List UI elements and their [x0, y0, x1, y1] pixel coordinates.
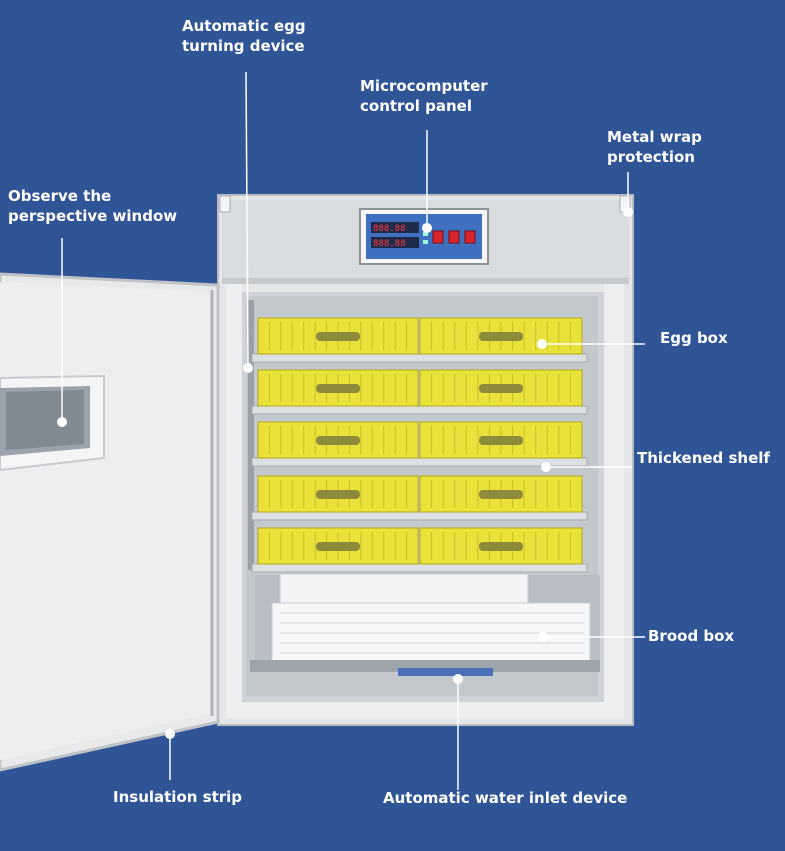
callout-dots — [57, 207, 633, 739]
top-readout: 888.88 — [373, 224, 406, 234]
tray-handle — [316, 490, 360, 499]
label-insulation-strip: Insulation strip — [113, 788, 243, 806]
panel-button-3 — [464, 230, 476, 244]
shelf — [251, 563, 588, 573]
shelf — [251, 405, 588, 415]
shelf — [251, 353, 588, 363]
label-brood-box: Brood box — [648, 627, 735, 645]
water-inlet — [398, 668, 493, 676]
tray-handle — [316, 384, 360, 393]
brood-box — [250, 573, 600, 676]
tray-handle — [479, 542, 523, 551]
callouts — [61, 71, 645, 790]
egg-trays — [251, 317, 588, 573]
tray-handle — [316, 332, 360, 341]
control-panel: 888.88 888.88 — [359, 208, 489, 265]
bottom-readout: 888.88 — [373, 239, 406, 249]
panel-button-1 — [432, 230, 444, 244]
tray-handle — [316, 542, 360, 551]
tray-handle — [479, 490, 523, 499]
tray-handle — [479, 332, 523, 341]
open-door — [0, 272, 220, 772]
label-thickened-shelf: Thickened shelf — [637, 449, 770, 467]
label-egg-box: Egg box — [660, 329, 728, 347]
shelf — [251, 511, 588, 521]
tray-handle — [479, 384, 523, 393]
panel-button-2 — [448, 230, 460, 244]
turning-rod — [248, 300, 254, 570]
label-water-inlet: Automatic water inlet device — [383, 789, 628, 807]
tray-handle — [316, 436, 360, 445]
shelf — [251, 457, 588, 467]
tray-handle — [479, 436, 523, 445]
